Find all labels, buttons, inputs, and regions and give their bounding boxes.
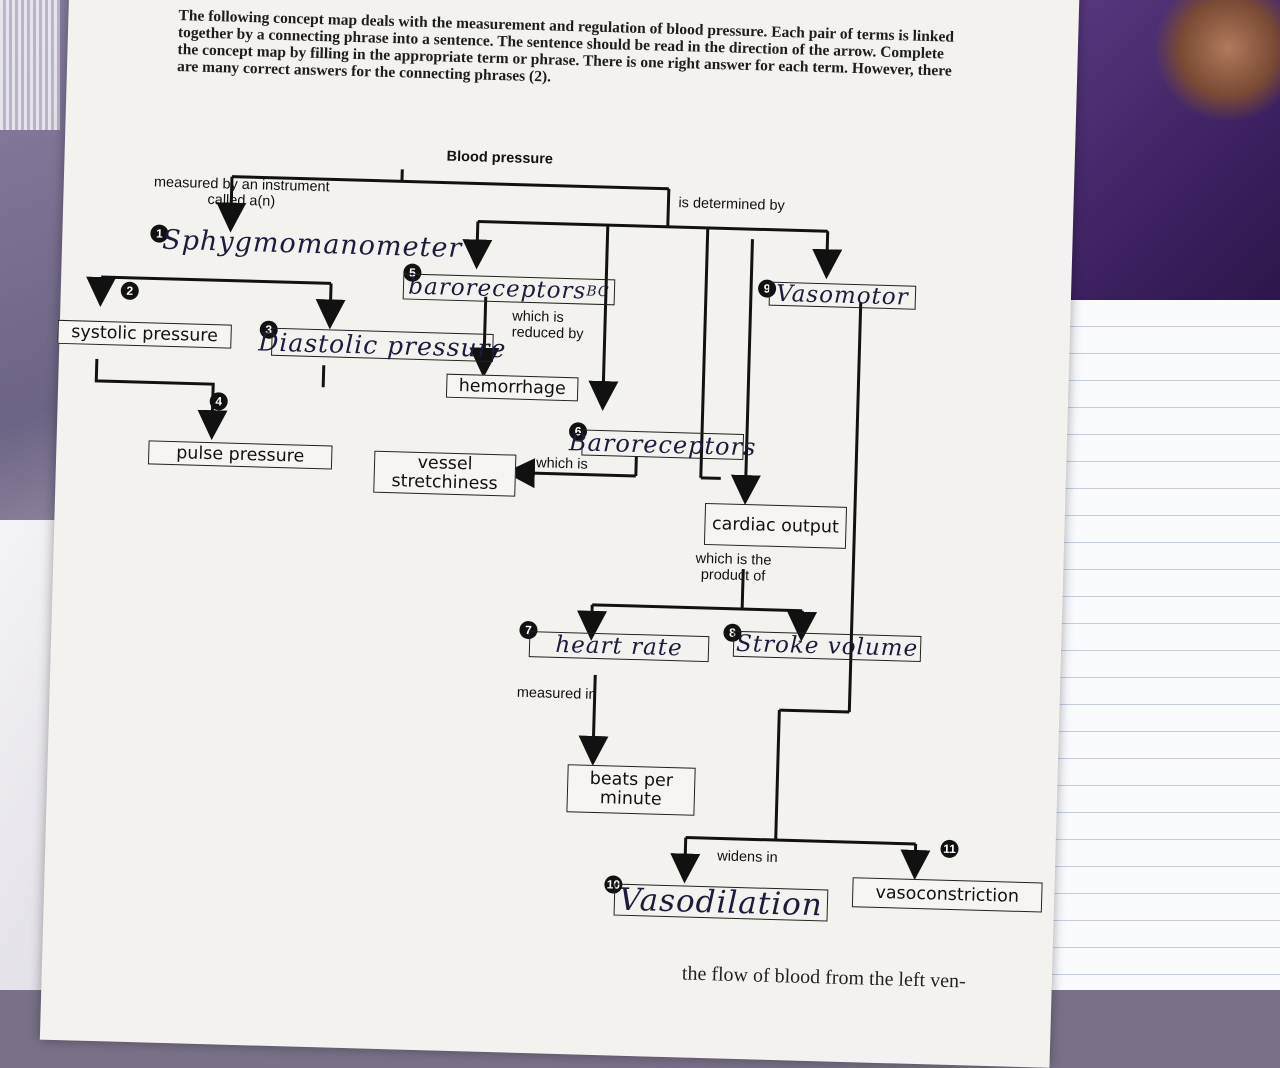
answer-7-heart-rate: heart rate: [555, 635, 683, 658]
binder-rings: [0, 0, 60, 130]
worksheet-page: The following concept map deals with the…: [40, 0, 1080, 1068]
vasoconstriction-box: vasoconstriction: [852, 877, 1043, 912]
answer-7-box: heart rate: [529, 631, 710, 662]
root-label: Blood pressure: [446, 149, 553, 168]
product-of-label: which is the product of: [678, 550, 789, 585]
measured-by-label: measured by an instrument called a(n): [151, 174, 332, 211]
beats-per-minute-box: beats per minute: [566, 764, 695, 816]
answer-6-baroreceptors: Baroreceptors: [569, 433, 757, 457]
answer-6-box: Baroreceptors: [581, 429, 744, 460]
pulse-pressure-box: pulse pressure: [148, 440, 333, 469]
answer-10-vasodilation: Vasodilation: [619, 890, 823, 915]
widens-in-label: widens in: [717, 848, 778, 866]
book-cover-photo: [1150, 0, 1280, 120]
systolic-pressure-box: systolic pressure: [57, 320, 232, 349]
which-is-label: which is: [536, 455, 588, 472]
answer-5-baroreceptors: baroreceptors: [408, 277, 586, 301]
answer-3-diastolic: Diastolic pressure: [258, 332, 507, 358]
answer-3-box: Diastolic pressure: [271, 328, 494, 362]
hemorrhage-box: hemorrhage: [446, 374, 579, 402]
answer-8-stroke-volume: Stroke volume: [736, 634, 919, 658]
cardiac-output-box: cardiac output: [704, 503, 847, 549]
determined-by-label: is determined by: [678, 195, 788, 214]
answer-5-note: BC: [586, 282, 610, 302]
answer-9-box: Vasomotor: [769, 282, 917, 310]
answer-10-box: Vasodilation: [614, 884, 829, 922]
vessel-stretchiness-box: vessel stretchiness: [373, 451, 516, 497]
answer-8-box: Stroke volume: [733, 631, 922, 662]
reduced-by-label: which is reduced by: [512, 308, 613, 343]
answer-9-vasomotor: Vasomotor: [776, 284, 909, 307]
measured-in-label: measured in: [511, 685, 601, 704]
